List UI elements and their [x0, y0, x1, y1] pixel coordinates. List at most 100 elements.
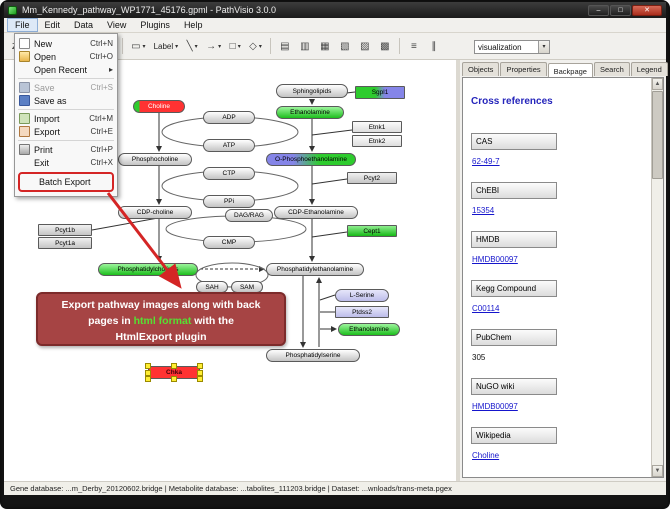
backpage-link-cas[interactable]: 62-49-7 [472, 157, 500, 166]
node-phosphatidylcholines[interactable]: Phosphatidylcholines [98, 263, 198, 276]
node-ppi[interactable]: PPi [203, 195, 255, 208]
node-cmp[interactable]: CMP [203, 236, 255, 249]
selection-handle[interactable] [145, 369, 151, 376]
node-pcyt1b[interactable]: Pcyt1b [38, 224, 92, 236]
align-top-icon[interactable]: ▦ [316, 37, 334, 55]
close-button[interactable]: ✕ [632, 4, 662, 16]
node-ethanolamine-bottom[interactable]: Ethanolamine [338, 323, 400, 336]
chevron-down-icon: ▾ [142, 43, 146, 50]
menubar-item-file[interactable]: File [7, 18, 38, 32]
tab-backpage[interactable]: Backpage [547, 63, 593, 77]
node-sgpl1[interactable]: Sgpl1 [355, 86, 405, 99]
backpage-link-kegg-compound[interactable]: C00114 [472, 304, 500, 313]
chevron-down-icon[interactable]: ▾ [538, 41, 549, 53]
menubar-item-data[interactable]: Data [74, 20, 94, 30]
backpage-link-nugo-wiki[interactable]: HMDB00097 [472, 402, 518, 411]
maximize-button[interactable]: □ [610, 4, 631, 16]
scroll-up-icon[interactable]: ▲ [652, 78, 663, 90]
menubar-item-plugins[interactable]: Plugins [140, 20, 170, 30]
menubar-item-help[interactable]: Help [183, 20, 203, 30]
selection-handle[interactable] [145, 363, 151, 369]
status-bar-text: Gene database: ...m_Derby_20120602.bridg… [10, 484, 452, 493]
node-cdp-ethanolamine[interactable]: CDP-Ethanolamine [274, 206, 358, 219]
line-dropdown[interactable]: ╲▾ [183, 37, 201, 55]
menubar-item-edit[interactable]: Edit [44, 20, 61, 30]
menu-item-open-recent[interactable]: Open Recent▸ [15, 63, 117, 76]
menubar-item-view[interactable]: View [107, 20, 127, 30]
node-ctp[interactable]: CTP [203, 167, 255, 180]
node-etnk2[interactable]: Etnk2 [352, 135, 402, 147]
node-cdp-choline[interactable]: CDP-choline [118, 206, 192, 219]
label-dropdown[interactable]: Label▾ [151, 37, 182, 55]
node-cept1[interactable]: Cept1 [347, 225, 397, 237]
node-phosphatidylserine[interactable]: Phosphatidylserine [266, 349, 360, 362]
distribute-horizontal-icon[interactable]: ▨ [356, 37, 374, 55]
node-adp[interactable]: ADP [203, 111, 255, 124]
menu-item-batch-export[interactable]: Batch Export [18, 172, 114, 192]
node-l-serine[interactable]: L-Serine [335, 289, 389, 302]
node-phosphatidylethanolamine[interactable]: Phosphatidylethanolamine [266, 263, 364, 276]
node-pcyt1a[interactable]: Pcyt1a [38, 237, 92, 249]
scrollbar[interactable]: ▲ ▼ [651, 78, 663, 477]
distribute-vertical-icon[interactable]: ▩ [376, 37, 394, 55]
align-top-icon: ▦ [320, 40, 330, 52]
align-middle-icon[interactable]: ▧ [336, 37, 354, 55]
stack-vertical-icon[interactable]: ∥ [425, 37, 443, 55]
align-center-icon[interactable]: ▥ [296, 37, 314, 55]
selection-handle[interactable] [145, 376, 151, 382]
visualization-combo[interactable]: visualization ▾ [474, 40, 550, 54]
menu-item-save-as[interactable]: Save as [15, 94, 117, 107]
panel-splitter[interactable] [456, 60, 460, 481]
selection-handle[interactable] [171, 376, 177, 382]
distribute-vertical-icon: ▩ [380, 40, 390, 52]
expression-data-heading: Expression data [471, 476, 647, 477]
tab-search[interactable]: Search [593, 62, 630, 76]
connector-dropdown[interactable]: ◇▾ [246, 37, 265, 55]
node-atp[interactable]: ATP [203, 139, 255, 152]
scrollbar-thumb[interactable] [652, 91, 663, 179]
menu-item-label: Exit [34, 157, 50, 168]
node-sphingolipids[interactable]: Sphingolipids [276, 84, 348, 98]
shape-dropdown[interactable]: □▾ [226, 37, 244, 55]
window-controls: –□✕ [587, 4, 662, 16]
chevron-down-icon: ▾ [175, 43, 179, 50]
chevron-down-icon: ▾ [237, 43, 241, 50]
align-left-icon[interactable]: ▤ [276, 37, 294, 55]
backpage-link-chebi[interactable]: 15354 [472, 206, 495, 215]
arrow-dropdown[interactable]: →▾ [203, 37, 224, 55]
backpage-section-wikipedia: Wikipedia [471, 427, 557, 444]
backpage-link-wikipedia[interactable]: Choline [472, 451, 500, 460]
tab-legend[interactable]: Legend [630, 62, 668, 76]
selection-handle[interactable] [197, 376, 203, 382]
node-o-phosphoethanolamine[interactable]: O-Phosphoethanolamine [266, 153, 356, 166]
stack-horizontal-icon[interactable]: ≡ [405, 37, 423, 55]
node-pcyt2[interactable]: Pcyt2 [347, 172, 397, 184]
node-dag[interactable]: DAG/RAG [225, 209, 273, 222]
minimize-button[interactable]: – [588, 4, 609, 16]
node-choline[interactable]: Choline [133, 100, 185, 113]
node-phosphocholine[interactable]: Phosphocholine [118, 153, 192, 166]
menu-item-label: Save [34, 82, 55, 93]
node-chka[interactable]: Chka [145, 363, 203, 382]
node-etnk1[interactable]: Etnk1 [352, 121, 402, 133]
tab-properties[interactable]: Properties [500, 62, 547, 76]
node-ethanolamine-top[interactable]: Ethanolamine [276, 106, 344, 119]
backpage-link-hmdb[interactable]: HMDB00097 [472, 255, 518, 264]
selection-handle[interactable] [197, 363, 203, 369]
selection-handle[interactable] [197, 369, 203, 376]
node-ptdss2[interactable]: Ptdss2 [335, 306, 389, 318]
datanode-dropdown[interactable]: ▭▾ [128, 37, 148, 55]
menu-item-label: Open [34, 51, 57, 62]
scroll-down-icon[interactable]: ▼ [652, 465, 663, 477]
tab-objects[interactable]: Objects [462, 62, 500, 76]
selection-handle[interactable] [171, 363, 177, 369]
